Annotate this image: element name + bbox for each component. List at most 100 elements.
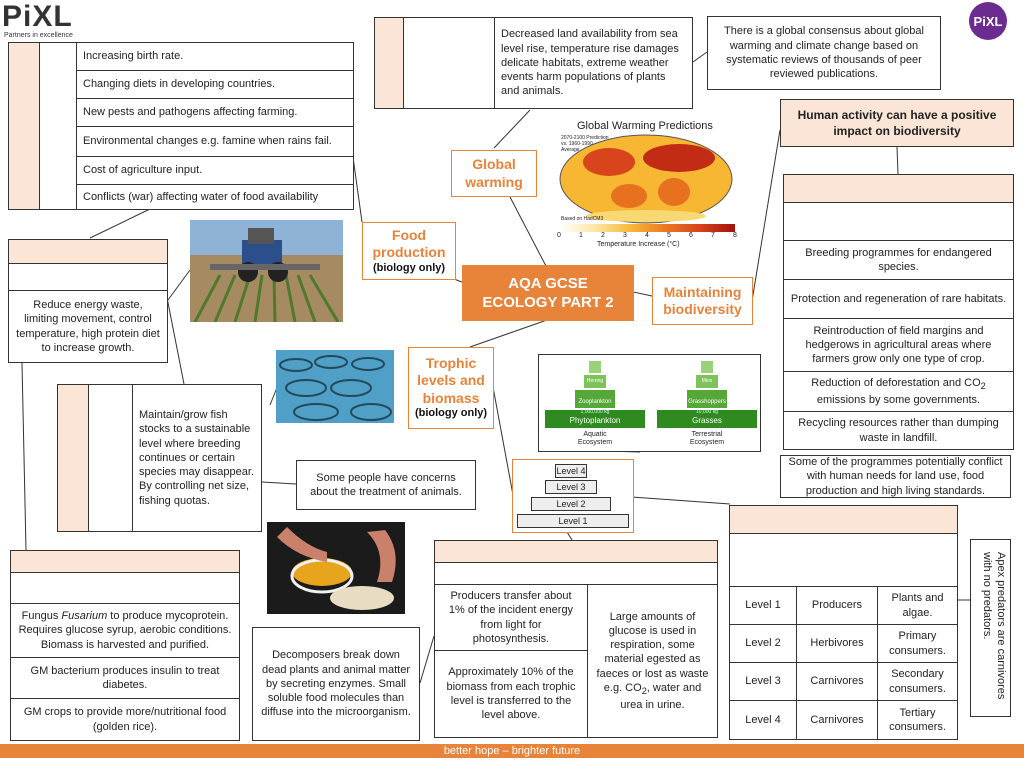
- co2-text: Reduction of deforestation and CO2 emiss…: [790, 376, 1007, 407]
- scientific-consensus-text: There is a global consensus about global…: [707, 16, 941, 90]
- animal-welfare-concern: Some people have concerns about the trea…: [296, 460, 476, 510]
- energy-blank-cell: [434, 562, 718, 585]
- connector: [509, 196, 548, 269]
- topic-food-production: Food production (biology only): [362, 222, 456, 280]
- food-factors-heading-cell: [8, 42, 40, 210]
- trophic-table-heading-cell: [729, 505, 958, 534]
- map-tick: 5: [667, 232, 671, 239]
- map-tick: 6: [689, 232, 693, 239]
- glucose-pre: Large amounts of glucose is used in resp…: [596, 610, 709, 695]
- trophic-level-cell: Level 4: [729, 700, 797, 740]
- energy-heading-cell: [434, 540, 718, 563]
- topic-food-production-label: Food production: [372, 226, 446, 261]
- pyramid-level-2: Level 2: [531, 497, 611, 511]
- aquatic-pyramid-level: Herring: [584, 375, 606, 388]
- trophic-example-cell: Secondary consumers.: [877, 662, 958, 701]
- food-factors-blank-cell: [39, 42, 77, 210]
- connector: [419, 635, 435, 684]
- fusarium-mycoprotein-text: Fungus Fusarium to produce mycoprotein. …: [10, 603, 240, 658]
- trophic-table-blank-cell: [729, 533, 958, 587]
- connector: [21, 362, 27, 551]
- trophic-level-cell: Level 2: [729, 624, 797, 663]
- trophic-example-cell: Primary consumers.: [877, 624, 958, 663]
- aquatic-label: Aquatic Ecosystem: [577, 431, 613, 447]
- connector: [896, 146, 899, 175]
- food-factor-row: Conflicts (war) affecting water of food …: [76, 184, 354, 210]
- glucose-text: Large amounts of glucose is used in resp…: [594, 610, 711, 713]
- food-factor-row: Increasing birth rate.: [76, 42, 354, 71]
- fish-farm-photo: [276, 350, 394, 423]
- connector: [692, 51, 708, 63]
- biodiversity-heading: Human activity can have a positive impac…: [780, 99, 1014, 147]
- biodiversity-table-heading-cell: [783, 174, 1014, 203]
- producers-energy-text: Producers transfer about 1% of the incid…: [434, 584, 588, 651]
- trophic-example-cell: Tertiary consumers.: [877, 700, 958, 740]
- map-tick: 2: [601, 232, 605, 239]
- farming-methods-text: Reduce energy waste, limiting movement, …: [8, 290, 168, 363]
- world-temperature-map: [559, 134, 733, 224]
- pixl-logo: PiXL: [2, 0, 73, 33]
- insulin-text: GM bacterium produces insulin to treat d…: [10, 657, 240, 699]
- biomass-transfer-text: Approximately 10% of the biomass from ea…: [434, 650, 588, 738]
- trophic-type-cell: Herbivores: [796, 624, 878, 663]
- topic-biodiversity-label: Maintaining biodiversity: [663, 283, 742, 318]
- topic-global-warming-label: Global warming: [465, 156, 523, 190]
- fish-blank-cell: [88, 384, 133, 532]
- connector: [261, 481, 297, 485]
- apex-predators-box: Apex predators are carnivores with no pr…: [970, 539, 1011, 717]
- biotech-heading-cell: [10, 550, 240, 573]
- trophic-example-cell: Plants and algae.: [877, 586, 958, 625]
- biotech-blank-cell: [10, 572, 240, 604]
- central-title: AQA GCSE ECOLOGY PART 2: [462, 265, 634, 321]
- fusarium-pre: Fungus: [21, 610, 62, 623]
- fusarium-post: to produce mycoprotein. Requires glucose…: [18, 610, 232, 651]
- biodiversity-item: Recycling resources rather than dumping …: [783, 411, 1014, 450]
- glucose-post: , water and urea in urine.: [620, 682, 702, 712]
- ecological-pyramids-image: Herring Zooplankton Phytoplankton 1,000,…: [538, 354, 761, 452]
- biodiversity-table-blank-cell: [783, 202, 1014, 241]
- gm-crops-text: GM crops to provide more/nutritional foo…: [10, 698, 240, 741]
- connector: [631, 496, 731, 505]
- gw-blank-cell: [403, 17, 495, 109]
- food-factor-row: Cost of agriculture input.: [76, 156, 354, 185]
- aquatic-value: 1,000,000 kg: [580, 409, 610, 415]
- fish-heading-cell: [57, 384, 89, 532]
- aquatic-pyramid-level: Zooplankton: [575, 390, 615, 408]
- map-note-line: Average: [561, 147, 580, 153]
- map-note-line: vs. 1960-1990: [561, 141, 593, 147]
- pyramid-level-3: Level 3: [545, 480, 597, 494]
- trophic-level-cell: Level 1: [729, 586, 797, 625]
- trophic-level-cell: Level 3: [729, 662, 797, 701]
- pixl-tagline: Partners in excellence: [4, 32, 73, 39]
- map-title: Global Warming Predictions: [577, 120, 713, 132]
- global-warming-map: Global Warming Predictions 2070-2100 Pre…: [555, 118, 737, 250]
- topic-global-warming: Global warming: [451, 150, 537, 197]
- co2-pre: Reduction of deforestation and CO: [811, 376, 981, 389]
- aquatic-pyramid-level: [589, 361, 601, 373]
- map-tick: 0: [557, 232, 561, 239]
- fusarium-text: Fungus Fusarium to produce mycoprotein. …: [17, 609, 233, 652]
- fish-farm-illustration: [276, 350, 394, 423]
- biodiversity-item-co2: Reduction of deforestation and CO2 emiss…: [783, 371, 1014, 412]
- topic-food-production-sub: (biology only): [372, 261, 446, 274]
- trophic-type-cell: Producers: [796, 586, 878, 625]
- apex-predators-text: Apex predators are carnivores with no pr…: [981, 552, 1007, 700]
- terrestrial-pyramid-level: Mice: [696, 375, 718, 388]
- food-factor-row: New pests and pathogens affecting farmin…: [76, 98, 354, 127]
- topic-trophic-levels: Trophic levels and biomass (biology only…: [408, 347, 494, 429]
- map-tick: 8: [733, 232, 737, 239]
- connector: [566, 531, 573, 541]
- terrestrial-value: 10,000 kg: [696, 409, 718, 415]
- terrestrial-pyramid-level: [701, 361, 713, 373]
- map-note-line: 2070-2100 Prediction: [561, 135, 609, 141]
- co2-sub: 2: [980, 380, 986, 391]
- map-note: 2070-2100 Prediction vs. 1960-1990 Avera…: [561, 135, 609, 153]
- terrestrial-pyramid-level: Grasses: [657, 410, 757, 428]
- food-factor-row: Environmental changes e.g. famine when r…: [76, 126, 354, 157]
- topic-trophic-sub: (biology only): [414, 407, 488, 420]
- map-legend-label: Temperature Increase (°C): [597, 241, 680, 248]
- biodiversity-item: Protection and regeneration of rare habi…: [783, 279, 1014, 319]
- connector: [469, 319, 548, 348]
- mycoprotein-photo: [267, 522, 405, 614]
- topic-trophic-label: Trophic levels and biomass: [417, 354, 485, 406]
